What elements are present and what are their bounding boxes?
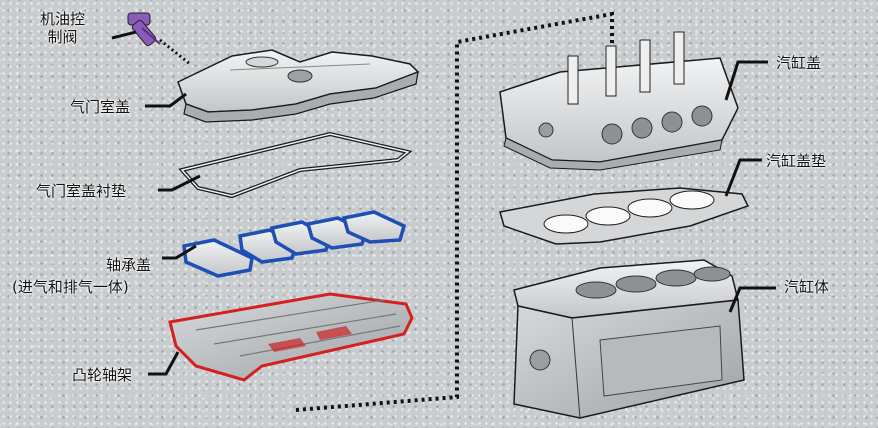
valve-cover-gasket-part (178, 131, 413, 199)
label-valve-cover-gasket: 气门室盖衬垫 (36, 182, 127, 200)
label-cylinder-block: 汽缸体 (784, 278, 830, 296)
valve-dotted-line (159, 38, 191, 66)
bearing-cap-part (182, 210, 407, 278)
label-oil-control-valve: 机油控 制阀 (40, 10, 86, 46)
cylinder-block-part (513, 259, 745, 419)
label-bearing-cap-note: (进气和排气一体) (12, 278, 129, 296)
head-gasket-part (499, 187, 750, 245)
label-camshaft-housing: 凸轮轴架 (72, 366, 133, 384)
label-head-gasket: 汽缸盖垫 (766, 152, 827, 170)
oil-control-valve-part (127, 12, 161, 47)
camshaft-housing-part (168, 292, 414, 382)
leader-line (111, 30, 776, 376)
dotted-connector-line (295, 11, 614, 412)
cylinder-head-part (499, 31, 739, 171)
valve-cover-part (177, 49, 420, 123)
label-cylinder-head: 汽缸盖 (776, 54, 822, 72)
label-valve-cover: 气门室盖 (70, 98, 131, 116)
label-bearing-cap: 轴承盖 (106, 256, 152, 274)
